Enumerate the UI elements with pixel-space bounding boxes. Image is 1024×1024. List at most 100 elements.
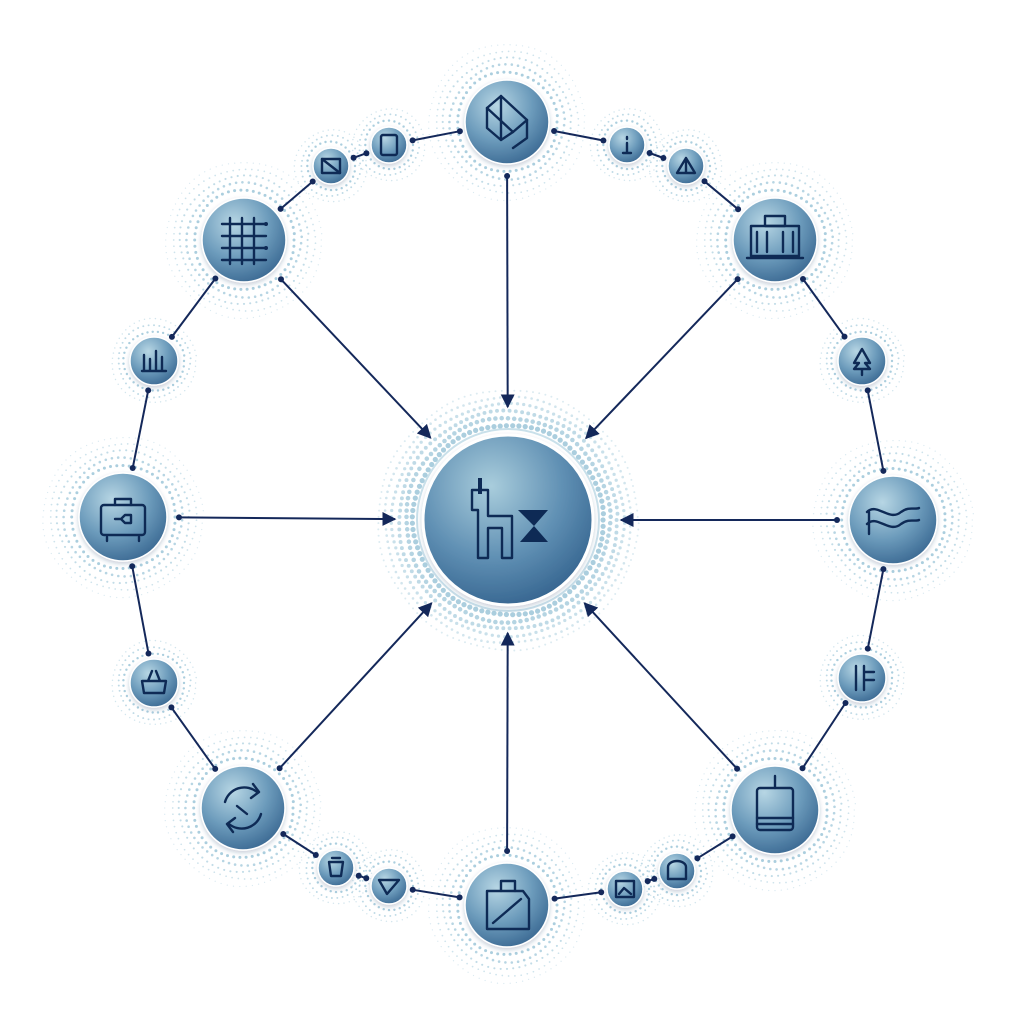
edge-m9-bottom-left <box>282 833 317 856</box>
node-bottom-right <box>730 765 820 855</box>
minor-m11-halo <box>111 317 197 404</box>
edge-top-left-m12 <box>279 180 314 210</box>
edge-layer <box>129 128 887 902</box>
node-layer <box>78 79 938 948</box>
edge-bottom-m8 <box>412 888 460 899</box>
edge-top-left-m12-start-dot <box>277 205 284 212</box>
edge-m3-top-right-start-dot <box>701 178 708 185</box>
tent-icon <box>675 156 697 175</box>
spoke-bottom-start-dot <box>504 848 511 854</box>
spoke-top-left-start-dot <box>278 276 284 283</box>
spoke-bottom-right-start-dot <box>734 765 741 772</box>
flag-wave-icon <box>865 506 921 536</box>
edge-m9-bottom-left-start-dot <box>312 852 319 858</box>
edge-m7-bottom-start-dot <box>598 889 605 896</box>
bar-chart-icon <box>140 349 168 373</box>
prism-icon <box>485 94 529 150</box>
edge-m11-top-left <box>171 277 217 338</box>
edge-m12-m1-start-dot <box>350 154 357 161</box>
edge-top-m2 <box>553 130 604 142</box>
spoke-left <box>178 512 397 527</box>
spoke-bottom <box>500 631 515 852</box>
node-left <box>78 472 168 562</box>
edge-bottom-m8-end-dot <box>409 886 416 893</box>
tree-icon <box>852 347 872 377</box>
spoke-bottom-left <box>278 602 433 769</box>
edge-left-m11 <box>131 390 150 469</box>
hub-halo <box>377 389 640 652</box>
spoke-right-start-dot <box>834 517 840 523</box>
minor-m4-halo <box>819 317 905 404</box>
hub-node <box>416 428 600 612</box>
edge-m12-m1-end-dot <box>363 150 370 157</box>
node-top <box>464 79 550 165</box>
briefcase-icon <box>99 497 147 543</box>
edge-m1-top <box>412 130 461 142</box>
edge-m8-m9-end-dot <box>355 872 362 879</box>
node-top-right <box>732 197 818 283</box>
edge-right-m5-end-dot <box>864 645 871 652</box>
edge-m5-bottom-right <box>801 702 847 769</box>
spoke-bottom-right <box>583 602 738 770</box>
minor-m3-halo <box>648 129 723 203</box>
minor-m6-halo <box>639 834 714 908</box>
halo-layer <box>42 44 974 985</box>
minor-m2-halo <box>589 108 664 182</box>
cup-icon <box>327 856 345 878</box>
node-top-left-halo <box>165 162 323 320</box>
edge-right-m5-start-dot <box>880 566 887 573</box>
edge-bottom-left-m10 <box>170 706 217 770</box>
gate-icon <box>666 859 688 881</box>
info-icon <box>621 135 633 155</box>
minor-m8-halo <box>351 849 426 923</box>
signpost-icon <box>854 664 876 692</box>
edge-m1-top-start-dot <box>409 137 416 144</box>
edge-m6-m7-end-dot <box>644 878 651 885</box>
edge-m10-left-start-dot <box>145 650 152 657</box>
minor-node-m1 <box>370 126 408 164</box>
document-icon <box>379 133 399 157</box>
edge-top-right-m4-end-dot <box>841 333 848 340</box>
node-bottom-right-halo <box>694 729 856 892</box>
edge-bottom-left-m10-start-dot <box>212 765 219 772</box>
spoke-top-right-start-dot <box>734 276 741 283</box>
edge-m10-left-end-dot <box>129 563 136 570</box>
node-right-halo <box>812 439 974 602</box>
spoke-top <box>500 175 515 409</box>
edge-m11-top-left-end-dot <box>212 275 219 282</box>
minor-m1-halo <box>351 108 426 182</box>
minor-node-m4 <box>837 336 887 386</box>
minor-node-m5 <box>837 653 887 703</box>
node-top-left <box>201 197 287 283</box>
edge-bottom-left-m10-end-dot <box>168 704 175 711</box>
mail-icon <box>320 157 342 175</box>
edge-m5-bottom-right-end-dot <box>799 765 806 772</box>
minor-node-m10 <box>129 658 179 708</box>
edge-left-m11-start-dot <box>129 465 136 471</box>
edge-m4-right-end-dot <box>880 467 887 474</box>
edge-m6-m7-start-dot <box>651 875 658 882</box>
spoke-top-right <box>585 278 739 440</box>
edge-bottom-right-m6-end-dot <box>694 855 701 862</box>
edge-m5-bottom-right-start-dot <box>842 700 849 706</box>
minor-node-m9 <box>317 849 355 887</box>
edge-m7-bottom-end-dot <box>551 895 558 902</box>
cycle-icon <box>223 782 263 834</box>
edge-top-m2-start-dot <box>551 128 558 134</box>
edge-m3-top-right-end-dot <box>735 206 742 213</box>
hub-route-icon <box>470 478 548 560</box>
edge-m2-m3-end-dot <box>660 155 667 161</box>
edge-right-m5 <box>866 568 885 649</box>
minor-node-m11 <box>129 336 179 386</box>
edge-m1-top-end-dot <box>456 128 463 135</box>
node-bottom-left <box>200 765 286 851</box>
device-icon <box>755 774 795 832</box>
send-icon <box>377 878 401 896</box>
node-bottom-left-halo <box>164 730 322 888</box>
node-top-right-halo <box>696 162 854 320</box>
edge-m2-m3-start-dot <box>646 150 653 156</box>
edge-top-m2-end-dot <box>600 137 607 144</box>
node-bottom <box>464 862 550 948</box>
minor-node-m3 <box>667 147 705 185</box>
